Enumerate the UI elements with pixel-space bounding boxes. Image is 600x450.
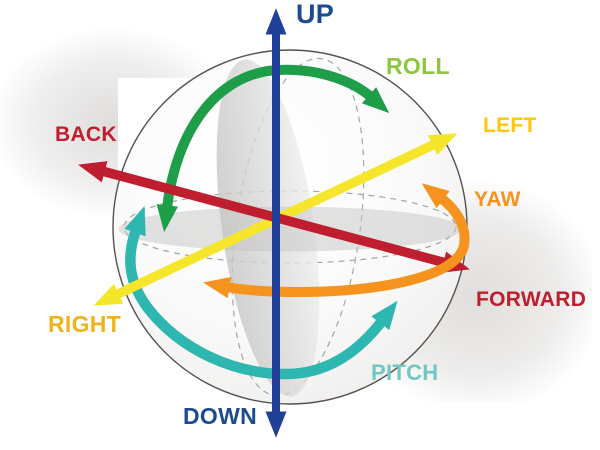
- label-up: UP: [296, 0, 335, 29]
- label-roll: ROLL: [386, 53, 450, 79]
- label-pitch: PITCH: [371, 360, 439, 385]
- label-forward: FORWARD: [476, 288, 587, 311]
- label-back: BACK: [55, 123, 117, 146]
- label-yaw: YAW: [474, 188, 521, 211]
- yaw-arc: [203, 183, 470, 299]
- label-right: RIGHT: [48, 311, 122, 337]
- label-down: DOWN: [183, 403, 258, 429]
- label-left: LEFT: [483, 114, 537, 137]
